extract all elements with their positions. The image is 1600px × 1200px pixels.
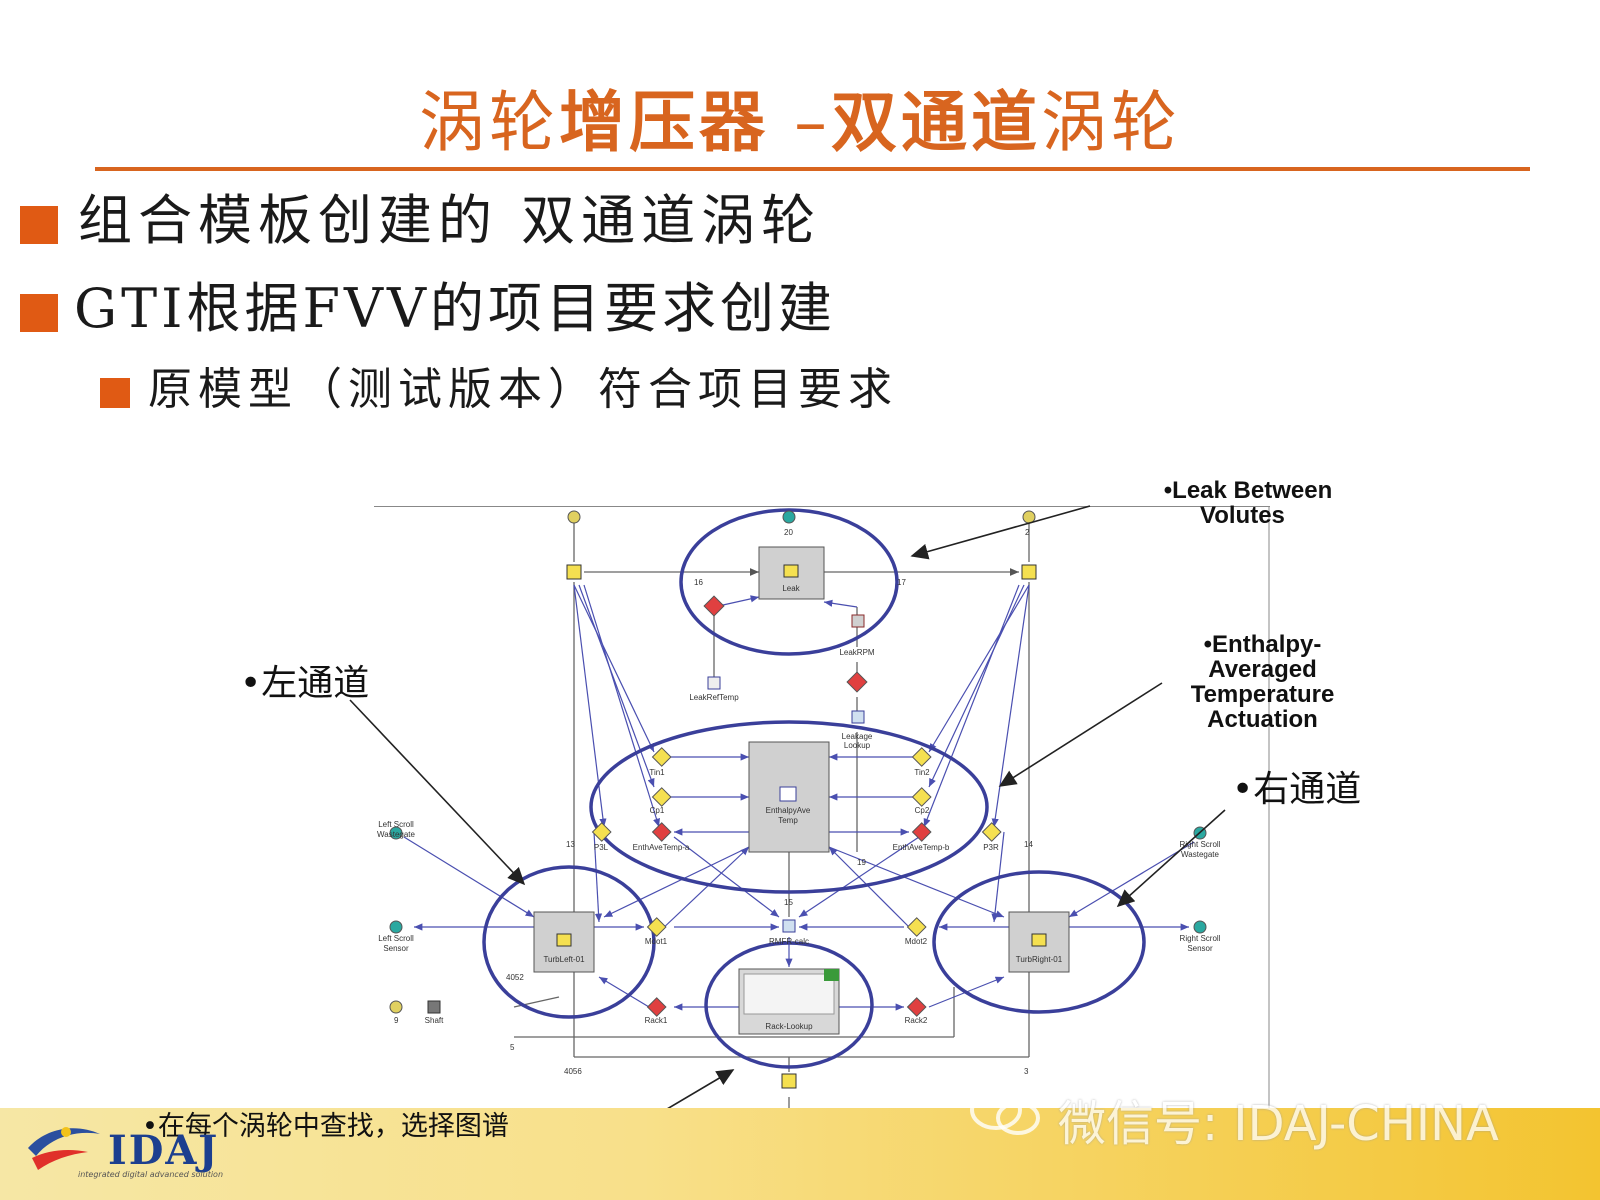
bullet-square-icon bbox=[20, 206, 58, 244]
svg-text:16: 16 bbox=[694, 578, 703, 587]
svg-text:Tin1: Tin1 bbox=[649, 768, 665, 777]
bullet-2-text: GTI根据FVV的项目要求创建 bbox=[74, 277, 836, 340]
sub-bullet-1: 原模型（测试版本）符合项目要求 bbox=[100, 358, 898, 422]
bullet-1: 组合模板创建的 双通道涡轮 bbox=[20, 186, 821, 256]
svg-text:Sensor: Sensor bbox=[383, 944, 409, 953]
callout-left-channel: •左通道 bbox=[240, 663, 370, 704]
svg-text:Rack2: Rack2 bbox=[905, 1016, 928, 1025]
svg-text:LeakRefTemp: LeakRefTemp bbox=[689, 693, 739, 702]
svg-text:Right Scroll: Right Scroll bbox=[1180, 934, 1221, 943]
svg-text:Mdot1: Mdot1 bbox=[645, 937, 668, 946]
svg-text:Sensor: Sensor bbox=[1187, 944, 1213, 953]
svg-text:TurbLeft-01: TurbLeft-01 bbox=[543, 955, 585, 964]
svg-text:Shaft: Shaft bbox=[425, 1016, 444, 1025]
svg-text:Leak: Leak bbox=[782, 584, 800, 593]
svg-text:14: 14 bbox=[1024, 840, 1033, 849]
callout-right-channel: •右通道 bbox=[1232, 769, 1362, 810]
svg-text:EnthAveTemp-a: EnthAveTemp-a bbox=[633, 843, 690, 852]
twin-scroll-turbine-diagram: Leak EnthalpyAve Temp TurbLeft-01 TurbRi… bbox=[374, 506, 1270, 1157]
svg-text:Wastegate: Wastegate bbox=[377, 830, 415, 839]
signal-lines bbox=[403, 584, 1195, 1011]
svg-text:3: 3 bbox=[1024, 1067, 1029, 1076]
svg-text:RMFR-calc: RMFR-calc bbox=[769, 937, 809, 946]
right-turbine-ellipse bbox=[932, 870, 1146, 1014]
footer-band bbox=[0, 1108, 1600, 1200]
leak-ellipse bbox=[679, 508, 899, 656]
svg-text:19: 19 bbox=[857, 858, 866, 867]
svg-text:LeakRPM: LeakRPM bbox=[839, 648, 874, 657]
svg-text:EnthAveTemp-b: EnthAveTemp-b bbox=[893, 843, 950, 852]
svg-text:Rack1: Rack1 bbox=[645, 1016, 668, 1025]
svg-text:2: 2 bbox=[1025, 528, 1030, 537]
enthalpy-block[interactable]: EnthalpyAve Temp bbox=[748, 741, 830, 853]
bullet-square-icon bbox=[100, 377, 130, 408]
logo-tagline: integrated digital advanced solution bbox=[78, 1170, 224, 1179]
idaj-logo-icon bbox=[28, 1127, 100, 1170]
svg-text:Left Scroll: Left Scroll bbox=[378, 820, 414, 829]
enthalpy-ellipse bbox=[589, 720, 989, 894]
svg-text:4056: 4056 bbox=[564, 1067, 582, 1076]
diagram-canvas: Leak EnthalpyAve Temp TurbLeft-01 TurbRi… bbox=[377, 507, 1270, 1157]
bullet-square-icon bbox=[20, 294, 58, 332]
svg-text:20: 20 bbox=[784, 528, 793, 537]
svg-text:5: 5 bbox=[510, 1043, 515, 1052]
rack-lookup-ellipse bbox=[704, 941, 874, 1069]
svg-text:9: 9 bbox=[394, 1016, 399, 1025]
svg-text:Cp1: Cp1 bbox=[650, 806, 665, 815]
leak-block[interactable]: Leak bbox=[758, 546, 825, 600]
footer-note: •在每个涡轮中查找，选择图谱 bbox=[142, 1111, 509, 1142]
svg-text:Right Scroll: Right Scroll bbox=[1180, 840, 1221, 849]
bullet-1-text: 组合模板创建的 双通道涡轮 bbox=[78, 189, 822, 252]
svg-text:17: 17 bbox=[897, 578, 906, 587]
svg-text:Temp: Temp bbox=[778, 816, 798, 825]
svg-text:Leakage: Leakage bbox=[842, 732, 873, 741]
title-underline bbox=[95, 167, 1530, 171]
left-turbine-ellipse bbox=[482, 865, 656, 1019]
svg-text:4052: 4052 bbox=[506, 973, 524, 982]
svg-text:Mdot2: Mdot2 bbox=[905, 937, 928, 946]
highlight-ellipses bbox=[482, 508, 1146, 1069]
svg-text:Rack-Lookup: Rack-Lookup bbox=[765, 1022, 813, 1031]
wechat-watermark: 微信号: IDAJ-CHINA bbox=[1058, 1096, 1499, 1152]
slide-title: 涡轮增压器 –双通道涡轮 bbox=[419, 84, 1181, 161]
wechat-icon bbox=[970, 1090, 1040, 1135]
svg-text:P3L: P3L bbox=[594, 843, 609, 852]
bullet-2: GTI根据FVV的项目要求创建 bbox=[20, 274, 836, 344]
svg-text:Left Scroll: Left Scroll bbox=[378, 934, 414, 943]
svg-text:EnthalpyAve: EnthalpyAve bbox=[766, 806, 811, 815]
turbine-right-block[interactable]: TurbRight-01 bbox=[1008, 911, 1070, 973]
svg-text:Wastegate: Wastegate bbox=[1181, 850, 1219, 859]
turbine-left-block[interactable]: TurbLeft-01 bbox=[533, 911, 595, 973]
svg-text:TurbRight-01: TurbRight-01 bbox=[1016, 955, 1063, 964]
svg-text:15: 15 bbox=[784, 898, 793, 907]
svg-text:Tin2: Tin2 bbox=[914, 768, 930, 777]
rack-lookup-block[interactable]: Rack-Lookup bbox=[738, 968, 840, 1035]
svg-text:P3R: P3R bbox=[983, 843, 999, 852]
svg-text:Lookup: Lookup bbox=[844, 741, 871, 750]
svg-text:13: 13 bbox=[566, 840, 575, 849]
sub-bullet-1-text: 原模型（测试版本）符合项目要求 bbox=[148, 364, 898, 415]
svg-text:Cp2: Cp2 bbox=[915, 806, 930, 815]
logo-text: IDAJ bbox=[108, 1127, 220, 1174]
